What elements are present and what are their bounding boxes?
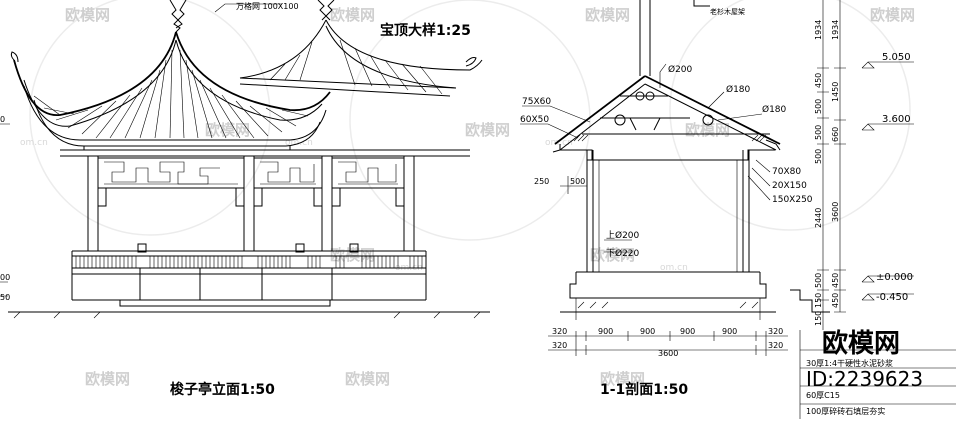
left-label-a: 0 xyxy=(0,115,5,124)
elev-3600: 3.600 xyxy=(882,114,911,125)
watermark-id: ID:2239623 xyxy=(806,367,923,391)
watermark-brand: 欧模网 xyxy=(465,121,510,139)
label-60x50: 60X50 xyxy=(520,115,549,125)
label-col-top: 上Ø200 xyxy=(606,230,640,241)
dim-inner-5: 2440 xyxy=(814,208,823,228)
watermark-layer: 欧模网 欧模网 欧模网 欧模网 欧模网 欧模网 欧模网 欧模网 欧模网 欧模网 … xyxy=(20,0,915,388)
label-d200: Ø200 xyxy=(668,64,693,75)
watermark-brand: 欧模网 xyxy=(205,121,250,139)
elev-0000: ±0.000 xyxy=(876,272,913,283)
watermark-brand: 欧模网 xyxy=(600,370,645,388)
dim-outer-3: 3600 xyxy=(831,202,840,222)
section-title: 1-1剖面1:50 xyxy=(600,381,688,398)
lattice-panels xyxy=(97,157,405,207)
section-columns xyxy=(586,150,750,272)
watermark-brand: 欧模网 xyxy=(330,6,375,24)
left-label-c: 50 xyxy=(0,293,10,302)
elev-5050: 5.050 xyxy=(882,52,911,63)
dim-row2-2: 320 xyxy=(768,341,783,350)
vertical-dimensions-outer: 1934 1450 660 3600 450 450 xyxy=(831,0,846,313)
finial-note: 万格网 100X100 xyxy=(236,1,299,11)
elevation-title: 梭子亭立面1:50 xyxy=(170,381,275,398)
dim-inner-3: 500 xyxy=(814,125,823,140)
vertical-dimensions-inner: 1934 450 500 500 500 2440 500 150 150 xyxy=(814,0,829,330)
watermark-brand: 欧模网 xyxy=(345,370,390,388)
label-col-bottom: 下Ø220 xyxy=(606,248,640,259)
watermark-brand: 欧模网 xyxy=(590,246,635,264)
label-d180a: Ø180 xyxy=(726,84,751,95)
watermark-brand: 欧模网 xyxy=(585,6,630,24)
pavilion-elevation: 0 00 50 万格网 100X100 宝顶大样1:25 梭子亭立面1:50 xyxy=(0,0,490,398)
dim-row1-0: 320 xyxy=(552,327,567,336)
dim-outer-0: 1934 xyxy=(831,20,840,40)
dim-inner-8: 150 xyxy=(814,311,823,326)
elev-m0450: -0.450 xyxy=(876,292,908,303)
watermark-brand: 欧模网 xyxy=(65,6,110,24)
front-roof-tiles xyxy=(33,49,309,139)
platform xyxy=(8,299,490,319)
dim-inner-6: 500 xyxy=(814,273,823,288)
finial-callout: 万格网 100X100 宝顶大样1:25 xyxy=(214,1,471,39)
section-roof xyxy=(552,75,781,160)
dim-inner-4: 500 xyxy=(814,149,823,164)
rear-roof xyxy=(239,19,483,97)
label-150x250: 150X250 xyxy=(772,195,813,205)
dim-row1-3: 900 xyxy=(680,327,695,336)
label-75x60: 75X60 xyxy=(522,97,551,107)
dim-row1-2: 900 xyxy=(640,327,655,336)
dim-row1-4: 900 xyxy=(722,327,737,336)
watermark-logo: 欧模网 xyxy=(822,328,900,359)
dim-row1-5: 320 xyxy=(768,327,783,336)
watermark-site: om.cn xyxy=(660,263,688,273)
dim-inner-1: 450 xyxy=(814,73,823,88)
columns xyxy=(87,155,415,252)
label-dim500: 500 xyxy=(570,177,585,186)
rear-roof-tiles xyxy=(269,39,443,95)
watermark-site: om.cn xyxy=(20,138,48,148)
label-20x150: 20X150 xyxy=(772,181,807,191)
note-rubble: 100厚碎砖石填层夯实 xyxy=(806,406,885,416)
section-base xyxy=(560,271,776,320)
watermark-brand: 欧模网 xyxy=(85,370,130,388)
dim-row2-1: 3600 xyxy=(658,349,678,358)
label-70x80: 70X80 xyxy=(772,167,801,177)
watermark-brand: 欧模网 xyxy=(870,6,915,24)
railing xyxy=(71,243,427,300)
dim-inner-0: 1934 xyxy=(814,20,823,40)
watermark-stamp: 欧模网 ID:2239623 xyxy=(806,328,923,391)
elevation-marks: 5.050 3.600 ±0.000 -0.450 xyxy=(861,52,914,303)
watermark-site: om.cn xyxy=(545,138,573,148)
front-roof xyxy=(10,31,477,157)
dim-outer-2: 660 xyxy=(831,127,840,142)
bottom-dimensions: 320 900 900 900 900 320 320 3600 320 xyxy=(548,327,788,358)
section-labels: Ø200 Ø180 Ø180 75X60 60X50 70X80 20X150 … xyxy=(520,63,813,259)
note-mortar: 30厚1:4干硬性水泥砂浆 xyxy=(806,358,893,368)
dim-row1-1: 900 xyxy=(598,327,613,336)
ground-step xyxy=(790,289,830,313)
dim-outer-1: 1450 xyxy=(831,82,840,102)
finial-title: 宝顶大样1:25 xyxy=(380,22,471,39)
dim-inner-2: 500 xyxy=(814,99,823,114)
construction-notes: 30厚1:4干硬性水泥砂浆 60厚C15 100厚碎砖石填层夯实 xyxy=(799,330,956,419)
dim-row2-0: 320 xyxy=(552,341,567,350)
left-edge-marks: 0 00 50 xyxy=(0,115,10,302)
dim-inner-7: 150 xyxy=(814,293,823,308)
dim-outer-5: 450 xyxy=(831,293,840,308)
left-label-b: 00 xyxy=(0,273,10,282)
label-dim250: 250 xyxy=(534,177,549,186)
roof-note: 老杉木屋架 xyxy=(710,7,745,16)
watermark-brand: 欧模网 xyxy=(330,246,375,264)
label-d180b: Ø180 xyxy=(762,104,787,115)
dim-outer-4: 450 xyxy=(831,273,840,288)
pavilion-section: 老杉木屋架 xyxy=(520,0,914,398)
finial-left xyxy=(169,0,187,33)
note-concrete: 60厚C15 xyxy=(806,391,840,400)
finial-right xyxy=(317,0,335,21)
king-post xyxy=(639,0,651,76)
